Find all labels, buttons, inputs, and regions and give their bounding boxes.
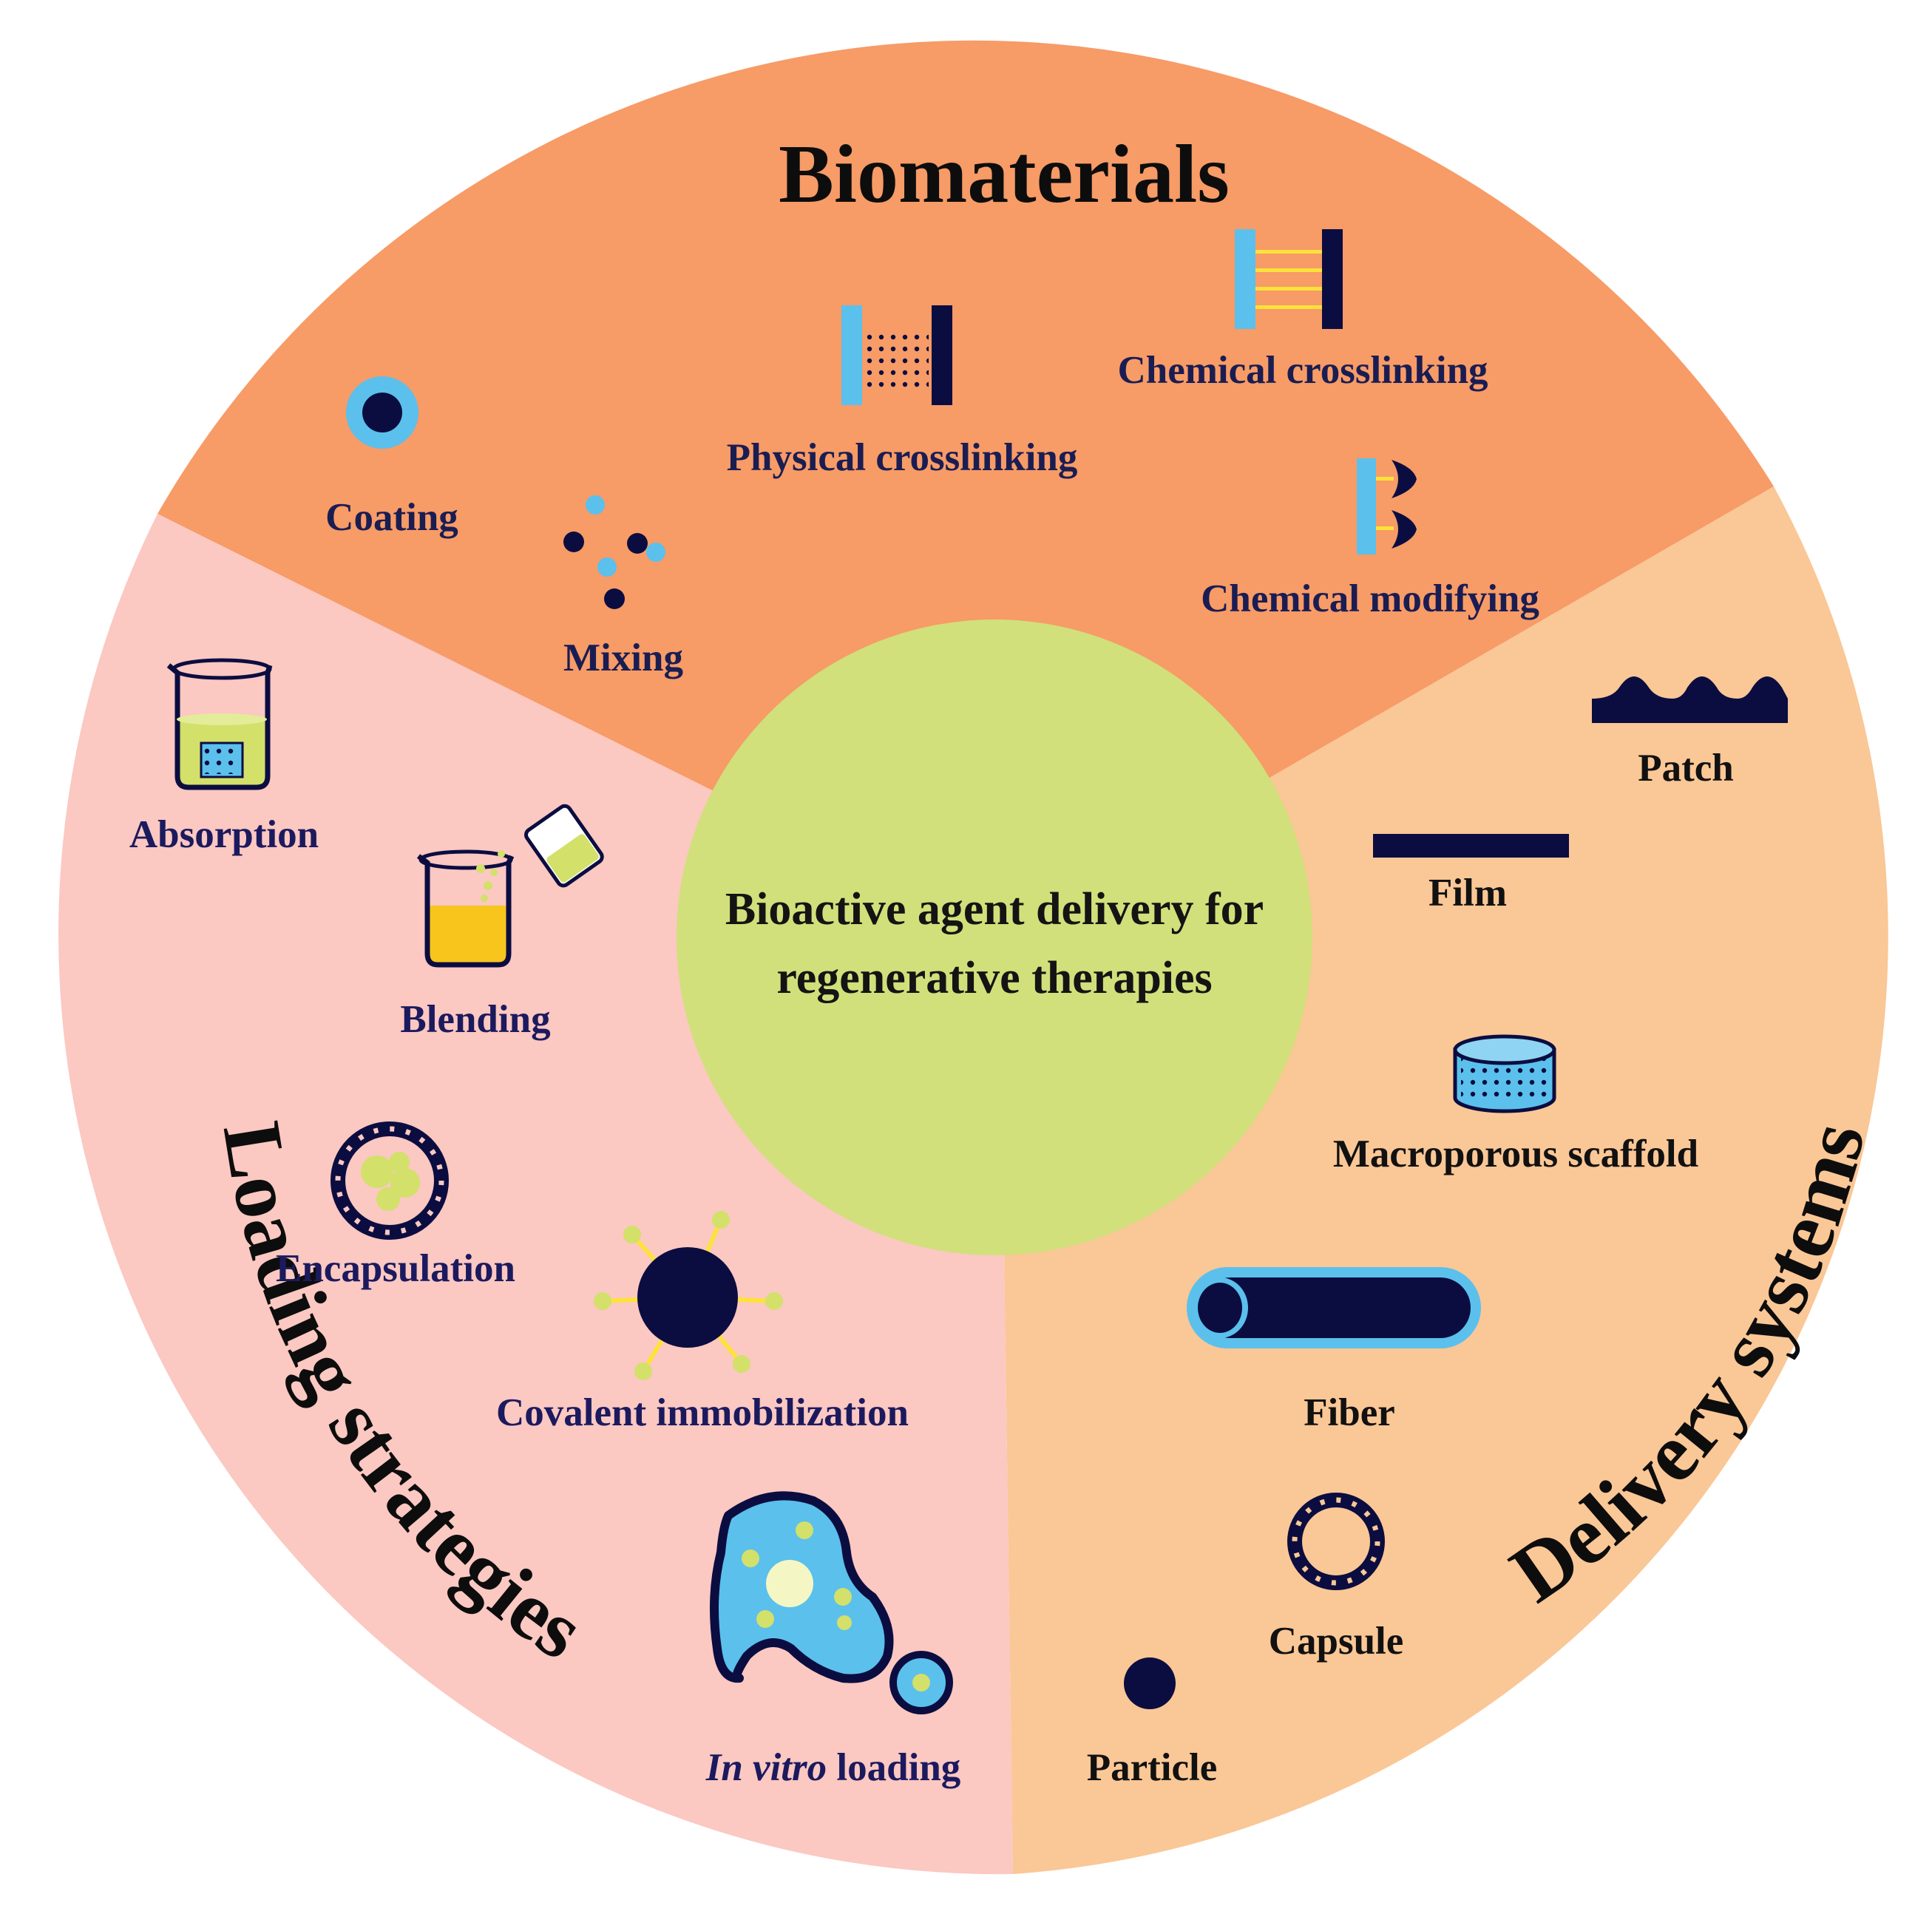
fiber-icon [1187,1267,1481,1348]
absorption-label: Absorption [129,813,319,856]
covalent-immobilization-label: Covalent immobilization [496,1391,909,1434]
sector-biomaterials [157,40,1774,934]
covalent-immobilization-icon [594,1211,783,1380]
mixing-icon [563,495,665,609]
chemical-crosslinking-label: Chemical crosslinking [1117,349,1488,392]
particle-icon [1124,1657,1176,1709]
blending-label: Blending [400,998,550,1041]
chemical-crosslinking-icon [1235,229,1343,329]
encapsulation-label: Encapsulation [276,1247,515,1290]
macroporous-scaffold-label: Macroporous scaffold [1333,1133,1698,1175]
center-circle [677,620,1312,1255]
in-vitro-loading-label: In vitro loading [705,1746,961,1789]
blending-beaker-icon [416,804,604,968]
chemical-modifying-label: Chemical modifying [1201,577,1539,620]
mixing-label: Mixing [563,637,683,679]
in-vitro-italic: In vitro [705,1746,827,1789]
coating-label: Coating [325,496,458,539]
biomaterials-title: Biomaterials [779,129,1230,220]
capsule-label: Capsule [1269,1620,1404,1663]
film-label: Film [1428,872,1507,914]
in-vitro-cell-icon [710,1491,953,1714]
center-title-line2: regenerative therapies [776,953,1212,1003]
film-icon [1373,834,1569,858]
chemical-modifying-icon [1357,458,1417,554]
physical-crosslinking-icon [841,305,952,405]
patch-label: Patch [1638,747,1734,790]
physical-crosslinking-label: Physical crosslinking [727,436,1078,479]
center-title-line1: Bioactive agent delivery for [725,884,1264,934]
patch-icon [1592,676,1788,723]
absorption-beaker-icon [166,658,273,790]
fiber-label: Fiber [1304,1391,1395,1434]
encapsulation-icon [331,1121,449,1240]
macroporous-scaffold-icon [1453,1034,1556,1113]
coating-icon [346,376,418,449]
capsule-icon [1287,1493,1385,1590]
particle-label: Particle [1087,1746,1218,1789]
in-vitro-rest: loading [827,1746,960,1789]
